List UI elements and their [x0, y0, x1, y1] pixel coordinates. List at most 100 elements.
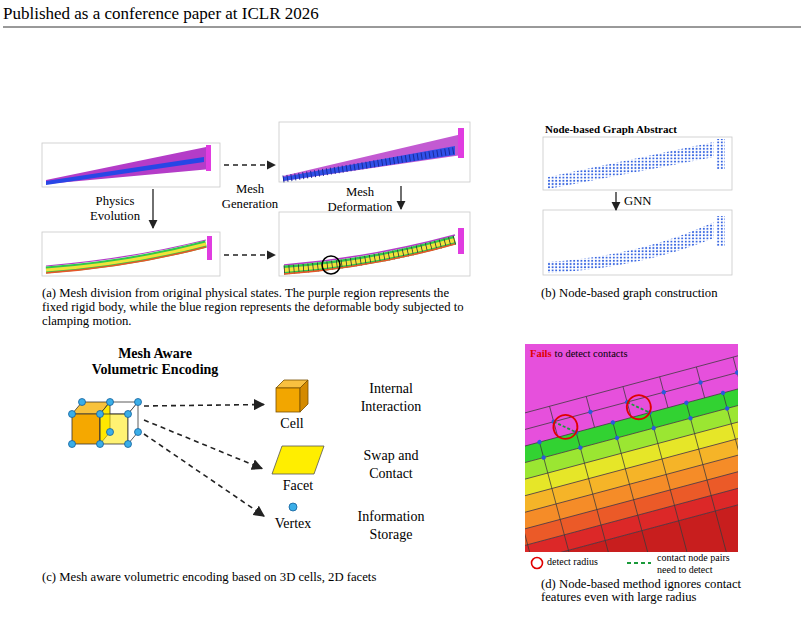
clamp-bar: [458, 228, 464, 254]
cube-side: [300, 380, 308, 412]
grid-line: [696, 367, 704, 398]
vertex-dot: [69, 411, 76, 418]
grid-line: [723, 393, 738, 552]
mesh-node: [588, 409, 593, 414]
vertex-dot: [97, 411, 104, 418]
deformed-mesh-edge: [284, 244, 455, 274]
image-frame: [279, 212, 470, 276]
node-box: Facet: [265, 443, 331, 494]
node-graph-clamp: [716, 216, 725, 246]
node-heading: Mesh Aware Volumetric Encoding: [89, 346, 221, 378]
mesh-lines: [284, 240, 455, 270]
grid-line: [613, 422, 679, 552]
mesh-node: [720, 390, 725, 395]
node-graph-clamp: [716, 139, 725, 169]
deformed-body-edge: [46, 247, 206, 273]
role-label: Swap and Contact: [354, 447, 428, 483]
legend-swatch: [530, 556, 544, 570]
grid-line: [686, 403, 738, 552]
dashed-connector: [144, 420, 262, 469]
vertex-dot: [125, 441, 132, 448]
deformable-body-mesh: [283, 146, 455, 181]
mesh-node: [537, 439, 542, 444]
running-header: Published as a conference paper at ICLR …: [3, 4, 319, 24]
role-label: Internal Interaction: [354, 380, 428, 416]
subfigure-caption: (d) Node-based method ignores contact fe…: [541, 578, 746, 604]
deformed-body-core: [46, 244, 206, 270]
node-graph: [548, 142, 714, 189]
legend-circle: [532, 558, 543, 569]
layered-bands: [525, 344, 738, 552]
contact-closeup: [525, 344, 738, 552]
image-frame: [279, 122, 470, 182]
detect-radius-circle: [624, 393, 653, 422]
node-box: Vertex: [267, 500, 319, 532]
deformable-body: [46, 157, 204, 185]
vertex-dot: [97, 441, 104, 448]
vertex-dot: [135, 429, 142, 436]
grid-line: [576, 432, 642, 552]
dashed-connector: [144, 434, 264, 516]
subfigure-caption: (b) Node-based graph construction: [541, 286, 746, 300]
node-graph: [548, 222, 714, 273]
deformed-mesh-core: [284, 240, 455, 270]
mesh-node: [698, 380, 703, 385]
legend-dash: [627, 562, 651, 564]
highlight-word: Fails: [530, 348, 552, 360]
mesh-node: [724, 406, 729, 411]
mesh-lines: [283, 151, 455, 180]
vertex-dot: [79, 399, 86, 406]
vertex-dot: [135, 399, 142, 406]
grid-line: [525, 390, 738, 494]
arrow-label: Mesh Deformation: [327, 185, 393, 214]
arrow-label: Mesh Generation: [219, 182, 281, 211]
down-arrow: [615, 192, 616, 210]
mesh-nodes: [525, 370, 738, 470]
image-frame: [42, 232, 220, 276]
grid-line: [525, 468, 738, 552]
node-label: Vertex: [267, 515, 319, 532]
clamp-bar: [458, 128, 464, 158]
mesh-node: [661, 390, 666, 395]
grid-line: [733, 357, 738, 388]
arrow-label: Physics Evolution: [84, 194, 146, 223]
mesh-node: [541, 455, 546, 460]
vertex-dot: [107, 429, 114, 436]
rigid-body: [46, 146, 211, 184]
detect-radius-circle: [551, 412, 580, 441]
vertex-dot: [107, 399, 114, 406]
grid-line: [650, 413, 716, 552]
node-label: Facet: [265, 477, 331, 494]
arrow-label: GNN: [624, 194, 652, 209]
clamp-bar: [206, 145, 211, 171]
mesh-icon: [69, 399, 142, 448]
subfigure-caption: (a) Mesh division from original physical…: [42, 286, 476, 328]
grid-line: [525, 421, 738, 525]
mesh-node: [735, 370, 738, 375]
grid-lines: [525, 344, 738, 552]
image-heading: Node-based Graph Abstract: [545, 123, 677, 136]
grid-line: [660, 377, 668, 408]
mesh-node: [688, 416, 693, 421]
dashed-arrow: [224, 164, 275, 165]
role-label: Information Storage: [354, 508, 428, 544]
cell-icon: [276, 380, 308, 412]
grid-line: [525, 437, 738, 541]
grid-line: [586, 396, 594, 427]
grid-line: [525, 375, 738, 479]
vertex-dot: [69, 441, 76, 448]
vertex-dots: [69, 399, 142, 448]
facet-icon: [272, 446, 324, 474]
subfigure-caption: (c) Mesh aware volumetric encoding based…: [42, 570, 427, 584]
highlight-circle: [322, 256, 340, 274]
mesh-node: [614, 435, 619, 440]
mesh-node: [684, 400, 689, 405]
legend-text: contact node pairs need to detect: [657, 552, 745, 575]
mesh-node: [610, 420, 615, 425]
cube-side: [128, 402, 138, 444]
node-box: Cell: [267, 377, 317, 432]
grid-line: [525, 483, 738, 552]
dashed-arrow: [224, 254, 275, 255]
mesh-node: [578, 445, 583, 450]
rigid-body-mesh: [283, 134, 462, 181]
